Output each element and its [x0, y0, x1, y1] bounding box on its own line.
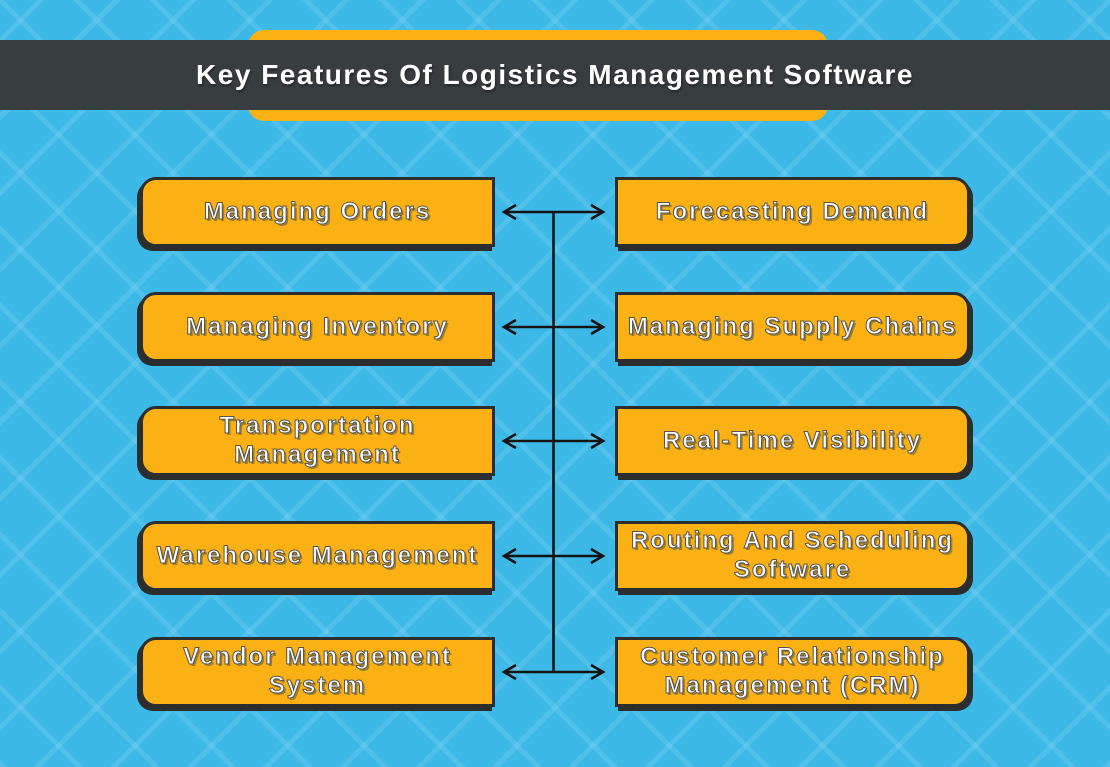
feature-label: Vendor Management System — [183, 643, 452, 700]
feature-box-real-time-visibility: Real-Time Visibility — [615, 406, 970, 476]
feature-label: Managing Inventory — [186, 312, 449, 340]
double-arrow-row-2 — [501, 318, 606, 336]
double-arrow-row-1 — [501, 203, 606, 221]
feature-label: Real-Time Visibility — [662, 426, 923, 454]
feature-label: Routing And Scheduling Software — [630, 527, 955, 584]
feature-label: Managing Supply Chains — [627, 312, 958, 340]
feature-label: Warehouse Management — [156, 541, 479, 569]
feature-label: Forecasting Demand — [655, 197, 930, 225]
title-bar: Key Features Of Logistics Management Sof… — [0, 40, 1110, 110]
feature-label: Transportation Management — [219, 412, 416, 469]
feature-box-managing-orders: Managing Orders — [140, 177, 495, 247]
feature-box-warehouse-management: Warehouse Management — [140, 521, 495, 591]
double-arrow-row-4 — [501, 547, 606, 565]
page-title: Key Features Of Logistics Management Sof… — [196, 59, 914, 90]
feature-label: Managing Orders — [203, 197, 432, 225]
feature-box-managing-inventory: Managing Inventory — [140, 292, 495, 362]
feature-box-customer-relationship-management: Customer Relationship Management (CRM) — [615, 637, 970, 707]
double-arrow-row-5 — [501, 663, 606, 681]
feature-box-routing-scheduling-software: Routing And Scheduling Software — [615, 521, 970, 591]
double-arrow-row-3 — [501, 432, 606, 450]
feature-box-managing-supply-chains: Managing Supply Chains — [615, 292, 970, 362]
feature-box-forecasting-demand: Forecasting Demand — [615, 177, 970, 247]
feature-box-vendor-management-system: Vendor Management System — [140, 637, 495, 707]
feature-label: Customer Relationship Management (CRM) — [640, 643, 945, 700]
feature-box-transportation-management: Transportation Management — [140, 406, 495, 476]
